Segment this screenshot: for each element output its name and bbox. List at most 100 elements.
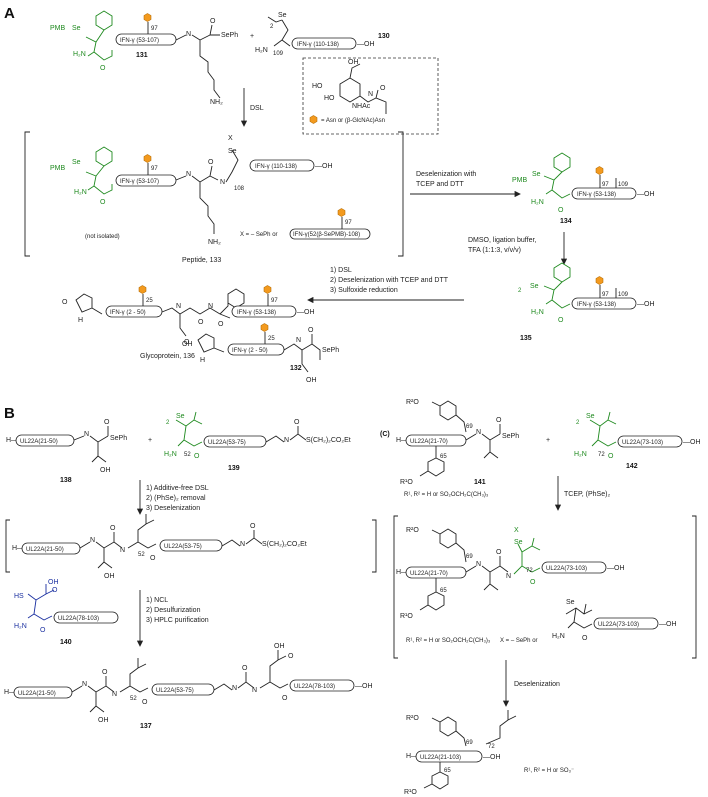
o-132-ring: O: [184, 339, 190, 346]
seph-141: SePh: [502, 433, 519, 440]
segment-ifn-53-107-b-label: IFN-γ (53-107): [120, 179, 159, 185]
dimer-2-label: 2: [270, 24, 274, 30]
h2n-label-130: H₂N: [255, 47, 268, 54]
oh-c-int: —OH: [607, 565, 625, 572]
lys-nh2-label: NH₂: [210, 99, 223, 106]
o-138: O: [104, 419, 110, 426]
residue-108-label: 108: [234, 186, 245, 192]
nh-136-b: N: [208, 303, 213, 310]
oh-137-end: —OH: [355, 683, 373, 690]
x-definition-c: X = – SePh or: [500, 638, 538, 644]
compound-137-label: 137: [140, 723, 152, 730]
seph-132: SePh: [322, 347, 339, 354]
h2n-label-133: H₂N: [74, 189, 87, 196]
oh-132: OH: [306, 377, 317, 384]
h2n-c-int-2: H₂N: [552, 633, 565, 640]
se-139: Se: [176, 413, 185, 420]
se-135: Se: [530, 283, 539, 290]
r72-final: 72: [488, 744, 495, 750]
nh2-133: NH₂: [208, 239, 221, 246]
nh-138: N: [84, 431, 89, 438]
segment-ul-78-103-label: UL22A(78-103): [58, 616, 99, 622]
carbonyl-o-131: O: [210, 18, 216, 25]
o-137-d: O: [282, 695, 288, 702]
nhac-label: NHAc: [352, 103, 371, 110]
segment-ifn-53-138-b: [571, 297, 637, 310]
o-136-b: O: [218, 321, 224, 328]
nh-132: N: [296, 337, 301, 344]
oh-138: OH: [100, 467, 111, 474]
r65-c-int: 65: [440, 588, 447, 594]
oh-136: —OH: [297, 309, 315, 316]
compound-140: HS OH O H₂N O UL22A(78-103) 140: [14, 579, 119, 646]
x-definition-a: X = – SePh or: [240, 232, 278, 238]
r2o-c-int: R²O: [406, 527, 419, 534]
compound-134-label: 134: [560, 218, 572, 225]
nh-139: N: [284, 437, 289, 444]
asn-definition: = Asn or (β-GlcNAc)Asn: [321, 118, 385, 124]
segment-ul-21-50-c-label: UL22A(21-50): [18, 691, 56, 697]
ester-b-int: S(CH₂)₂CO₂Et: [262, 541, 307, 548]
step-desel-a-1: Deselenization with: [416, 171, 476, 178]
nh-b-int: N: [90, 537, 95, 544]
step-c1: TCEP, (PhSe)₂: [564, 491, 610, 498]
pmb-134: PMB: [512, 177, 528, 184]
compound-139-label: 139: [228, 465, 240, 472]
compound-135: Se 2 H₂N O IFN-γ (53-138) 97 109 —OH 135: [518, 262, 655, 342]
o-137: O: [102, 669, 108, 676]
segment-ul-78-103-b: [289, 679, 355, 692]
se-c-int-2: Se: [566, 599, 575, 606]
o-glycan: O: [380, 85, 386, 92]
segment-ifn-2-50-label: IFN-γ (2 - 50): [110, 310, 146, 316]
dimer-2-142: 2: [576, 420, 580, 426]
h-prefix-138: H—: [6, 437, 18, 444]
residue-97-label-b: 97: [151, 166, 158, 172]
step-dmso-1: DMSO, ligation buffer,: [468, 237, 536, 244]
step-a3-2: 2) Deselenization with TCEP and DTT: [330, 277, 449, 284]
seph-label-131: SePh: [221, 32, 238, 39]
oh-140: OH: [48, 579, 59, 586]
oh-134: —OH: [637, 191, 655, 198]
compound-136-label: Glycoprotein, 136: [140, 353, 195, 360]
segment-ifn-110-138-b: [249, 159, 315, 172]
se-c-int: Se: [514, 539, 523, 546]
seph-138: SePh: [110, 435, 127, 442]
step-dsl: DSL: [250, 105, 264, 112]
plus-sign-b: +: [148, 437, 152, 444]
residue-109-label: 109: [273, 51, 284, 57]
oh-137: OH: [98, 717, 109, 724]
r52-b-int: 52: [138, 552, 145, 558]
h2n-140: H₂N: [14, 623, 27, 630]
compound-139: Se 2 H₂N 52 O UL22A(53-75) N O S(CH₂)₂CO…: [164, 411, 351, 472]
compound-136: O H IFN-γ (2 - 50) 25 N OH O N O IFN-γ (…: [62, 285, 315, 360]
segment-ifn-110-138-b-label: IFN-γ (110-138): [255, 164, 297, 170]
o-140-b: O: [40, 627, 46, 634]
r25-132: 25: [268, 336, 275, 342]
compound-final-c: R²O 69 72 H— UL22A(21-103) —OH 65 R¹O R¹…: [404, 710, 574, 796]
nh-c-int: N: [476, 561, 481, 568]
oh-b-int: OH: [104, 573, 115, 580]
oh-142: —OH: [683, 439, 701, 446]
r1o-141: R¹O: [400, 479, 413, 486]
se-label-133: Se: [72, 159, 81, 166]
o-b-int-2: O: [150, 555, 156, 562]
compound-135-label: 135: [520, 335, 532, 342]
se-134: Se: [532, 171, 541, 178]
oh-137-asp: OH: [274, 643, 285, 650]
segment-ul-21-103-label: UL22A(21-103): [420, 755, 461, 761]
h-prefix-b-int: H—: [12, 545, 24, 552]
segment-ul-73-103-c: [593, 617, 659, 630]
not-isolated-note: (not isolated): [85, 234, 120, 240]
glycan-marker-icon: [595, 166, 604, 175]
ester-139: S(CH₂)₂CO₂Et: [306, 437, 351, 444]
dimer-2-135: 2: [518, 288, 522, 294]
nh-133: N: [186, 171, 191, 178]
h-prefix-137: H—: [4, 689, 16, 696]
segment-ifn-53-107-b: [115, 174, 177, 187]
r-definition-1: R¹, R² = H or SO₂OCH₂C(CH₃)₃: [404, 492, 489, 498]
r109-134: 109: [618, 182, 629, 188]
nh-glycan: N: [368, 91, 373, 98]
r97-135: 97: [602, 292, 609, 298]
pmb-label: PMB: [50, 25, 66, 32]
o-132: O: [308, 327, 314, 334]
